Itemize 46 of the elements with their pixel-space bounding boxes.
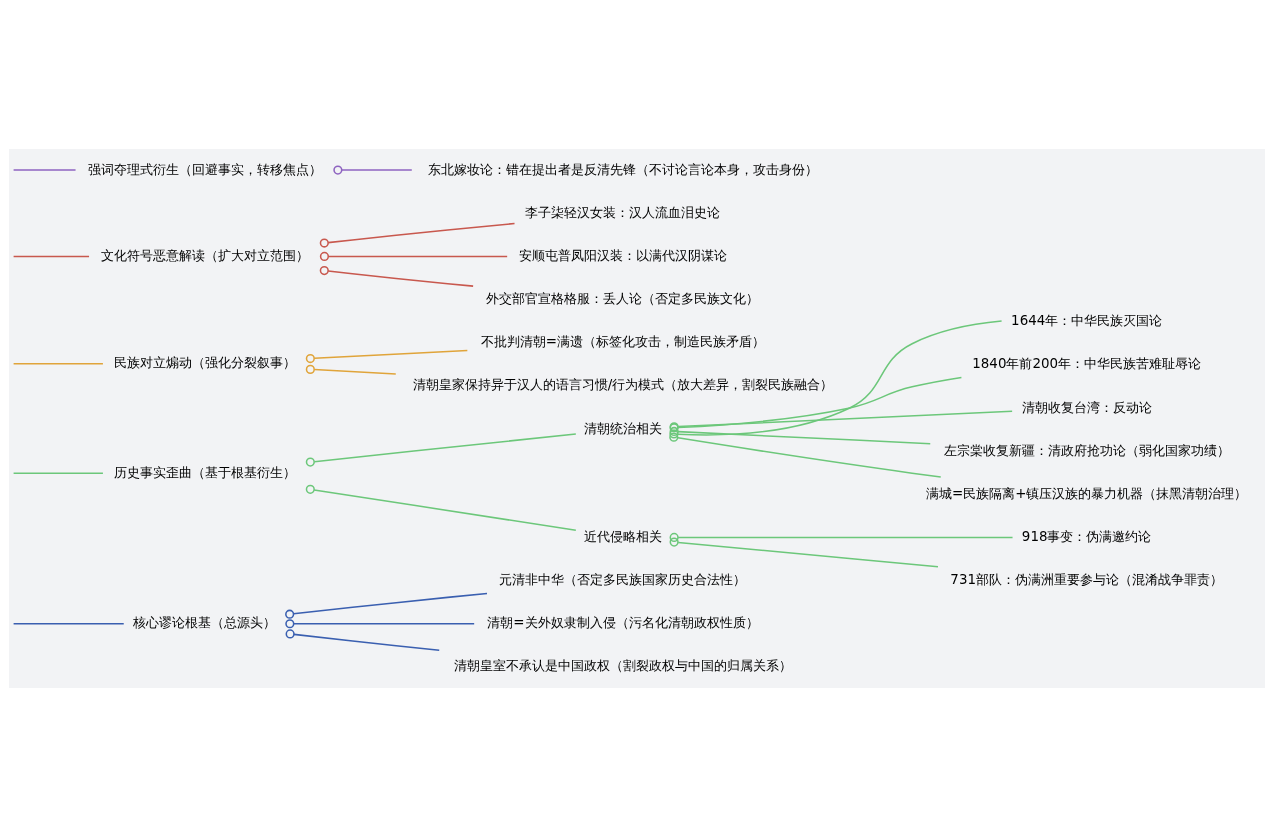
connector xyxy=(285,592,488,619)
node-text: 历史事实歪曲（基于根基衍生） xyxy=(113,464,296,480)
connector xyxy=(333,165,413,175)
node-text: 核心谬论根基（总源头） xyxy=(133,615,277,631)
node-text: 元清非中华（否定多民族国家历史合法性） xyxy=(499,572,747,588)
connector xyxy=(669,537,939,568)
connector xyxy=(669,532,1014,543)
connector xyxy=(12,622,125,625)
connector xyxy=(669,426,931,445)
connector xyxy=(305,484,577,532)
connector xyxy=(12,472,104,474)
connector xyxy=(12,169,77,171)
node-text: 清朝统治相关 xyxy=(583,420,662,436)
node-text: 1840年前200年：中华民族苦难耻辱论 xyxy=(972,356,1202,372)
node-text: 1644年：中华民族灭国论 xyxy=(1011,313,1163,329)
node-text: 清朝收复台湾：反动论 xyxy=(1021,399,1152,415)
connector xyxy=(305,349,469,364)
connector xyxy=(669,410,1013,432)
connector xyxy=(305,433,577,467)
node-text: 清朝皇家保持异于汉人的语言习惯/行为模式（放大差异，割裂民族融合） xyxy=(412,377,834,393)
node-text: 918事变：伪满邀约论 xyxy=(1021,528,1152,544)
node-text: 清朝皇室不承认是中国政权（割裂政权与中国的归属关系） xyxy=(453,658,792,674)
node-text: 不批判清朝=满遗（标签化攻击，制造民族矛盾） xyxy=(480,334,766,350)
connector xyxy=(285,619,475,629)
connector xyxy=(285,629,440,651)
connector xyxy=(319,251,508,261)
node-text: 外交部官宣格格服：丢人论（否定多民族文化） xyxy=(486,291,760,307)
node-text: 清朝=关外奴隶制入侵（污名化清朝政权性质） xyxy=(487,615,759,631)
node-text: 左宗棠收复新疆：清政府抢功论（弱化国家功绩） xyxy=(943,442,1230,458)
node-text: 满城=民族隔离+镇压汉族的暴力机器（抹黑清朝治理） xyxy=(925,485,1248,501)
connector xyxy=(319,265,474,287)
connector xyxy=(669,432,942,478)
node-text: 强词夺理式衍生（回避事实，转移焦点） xyxy=(87,161,322,177)
node-text: 李子柒轻汉女装：汉人流血泪史论 xyxy=(525,204,721,220)
node-text: 近代侵略相关 xyxy=(583,528,662,544)
connector xyxy=(669,320,1003,439)
node-text: 731部队：伪满洲重要参与论（混淆战争罪责） xyxy=(950,572,1223,588)
node-text: 文化符号恶意解读（扩大对立范围） xyxy=(100,247,309,263)
node-text: 安顺屯普凤阳汉装：以满代汉阴谋论 xyxy=(518,247,727,263)
node-text: 民族对立煽动（强化分裂叙事） xyxy=(113,355,296,371)
node-text: 东北嫁妆论：错在提出者是反清先锋（不讨论言论本身，攻击身份） xyxy=(427,161,818,177)
connector xyxy=(319,222,516,248)
connector xyxy=(12,363,104,365)
connector xyxy=(305,364,397,375)
connector xyxy=(12,255,90,258)
connector xyxy=(669,376,963,433)
